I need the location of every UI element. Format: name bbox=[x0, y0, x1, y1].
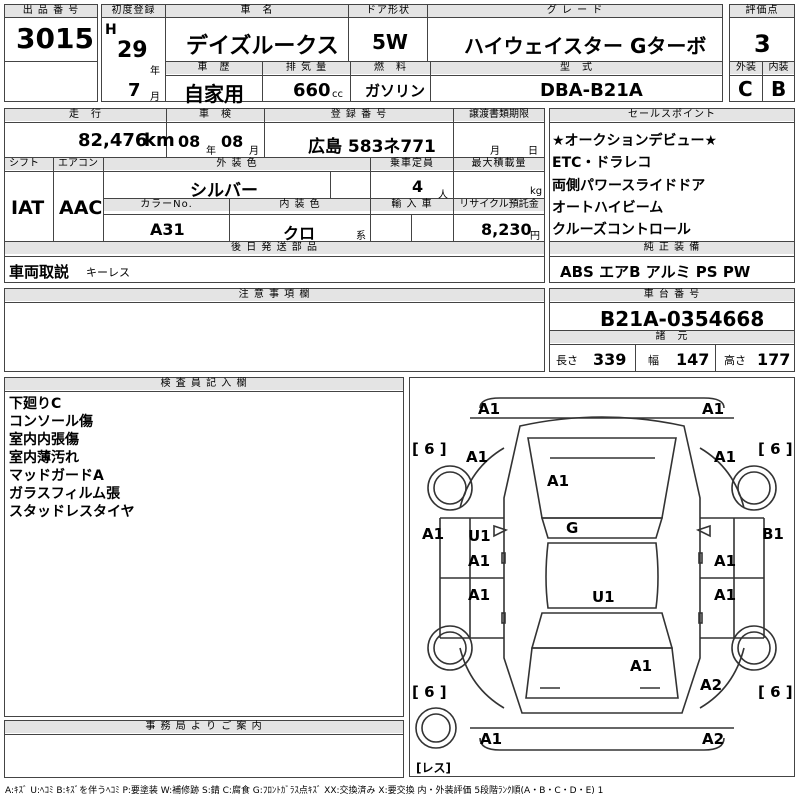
capacity: 4 bbox=[412, 177, 424, 196]
legend: A:ｷｽﾞ U:ﾍｺﾐ B:ｷｽﾞを伴うﾍｺﾐ P:要塗装 W:補修跡 S:錆 … bbox=[5, 786, 604, 796]
model-code: DBA-B21A bbox=[540, 80, 643, 101]
office-box bbox=[4, 720, 404, 778]
chassis-number: B21A-0354668 bbox=[600, 307, 765, 331]
damage-mark: A1 bbox=[714, 448, 737, 466]
header-box bbox=[101, 4, 723, 102]
damage-mark: A1 bbox=[468, 552, 491, 570]
tyre-depth: [ 6 ] bbox=[758, 440, 793, 458]
inspector-note: コンソール傷 bbox=[9, 414, 93, 430]
reg-year: 29 bbox=[117, 38, 148, 63]
color-number: A31 bbox=[150, 220, 185, 239]
door-type: 5W bbox=[372, 30, 408, 54]
sales-point: 両側パワースライドドア bbox=[552, 178, 706, 194]
damage-mark: A1 bbox=[702, 400, 725, 418]
spec-width: 147 bbox=[676, 350, 710, 369]
inspector-box bbox=[4, 377, 404, 717]
air-conditioner: AAC bbox=[59, 197, 103, 219]
damage-mark: A1 bbox=[714, 586, 737, 604]
damage-mark: A1 bbox=[478, 400, 501, 418]
plate-number: 広島 583ネ771 bbox=[308, 137, 436, 157]
inspector-note: 室内内張傷 bbox=[9, 432, 79, 448]
spec-height: 177 bbox=[757, 350, 791, 369]
damage-mark: A2 bbox=[702, 730, 725, 748]
inspector-note: スタッドレスタイヤ bbox=[9, 504, 135, 520]
damage-mark: U1 bbox=[592, 588, 615, 606]
sales-point: ETC・ドラレコ bbox=[552, 155, 652, 171]
damage-mark: A1 bbox=[480, 730, 503, 748]
later-parts: 車両取説 bbox=[9, 263, 70, 281]
grade: ハイウェイスター Gターボ bbox=[464, 34, 707, 58]
inspector-note: 室内薄汚れ bbox=[9, 450, 79, 466]
interior-color: クロ bbox=[283, 224, 316, 243]
tyre-depth: [ 6 ] bbox=[758, 683, 793, 701]
overall-score: 3 bbox=[754, 30, 771, 58]
car-diagram: A1 A1 A1 A1 A1 A1 U1 A1 G B1 A1 A1 U1 A1… bbox=[409, 377, 795, 777]
spec-length: 339 bbox=[593, 350, 627, 369]
details-box bbox=[4, 108, 545, 283]
sales-point: ★オークションデビュー★ bbox=[552, 133, 718, 149]
car-outline bbox=[415, 397, 777, 751]
damage-mark: G bbox=[566, 519, 579, 537]
later-parts-sub: キーレス bbox=[86, 266, 130, 279]
damage-mark: U1 bbox=[468, 527, 491, 545]
car-history: 自家用 bbox=[184, 82, 244, 106]
recycle-fee: 8,230 bbox=[481, 220, 532, 239]
sales-point: クルーズコントロール bbox=[552, 222, 691, 238]
damage-mark: A1 bbox=[547, 472, 570, 490]
car-name: デイズルークス bbox=[186, 34, 339, 59]
inspector-note: ガラスフィルム張 bbox=[9, 486, 121, 502]
interior-grade: B bbox=[771, 77, 787, 101]
shift: IAT bbox=[11, 197, 45, 219]
reg-month: 7 bbox=[128, 80, 141, 101]
damage-mark: A1 bbox=[714, 552, 737, 570]
mileage: 82,476 bbox=[78, 130, 148, 151]
damage-mark: A1 bbox=[630, 657, 653, 675]
lot-number: 3015 bbox=[16, 22, 94, 55]
spare-tyre: [レス] bbox=[416, 761, 451, 775]
fuel: ガソリン bbox=[365, 82, 426, 100]
tyre-depth: [ 6 ] bbox=[412, 440, 447, 458]
inspector-note: 下廻りC bbox=[9, 396, 62, 412]
lot-box bbox=[4, 4, 98, 102]
sales-point: オートハイビーム bbox=[552, 200, 664, 216]
exterior-grade: C bbox=[738, 77, 753, 101]
inspector-note: マッドガードA bbox=[9, 468, 104, 484]
caution-box bbox=[4, 288, 545, 372]
inspection-year: 08 bbox=[178, 132, 201, 151]
damage-mark: A1 bbox=[468, 586, 491, 604]
damage-mark: A1 bbox=[422, 525, 445, 543]
damage-mark: A2 bbox=[700, 676, 723, 694]
damage-mark: A1 bbox=[466, 448, 489, 466]
displacement: 660 bbox=[293, 80, 331, 101]
exterior-color: シルバー bbox=[190, 181, 258, 201]
equipment: ABS エアB アルミ PS PW bbox=[560, 263, 751, 281]
tyre-depth: [ 6 ] bbox=[412, 683, 447, 701]
inspection-month: 08 bbox=[221, 132, 244, 151]
sales-box bbox=[549, 108, 795, 283]
damage-mark: B1 bbox=[762, 525, 784, 543]
lot-label: 出 品 番 号 bbox=[5, 5, 97, 17]
